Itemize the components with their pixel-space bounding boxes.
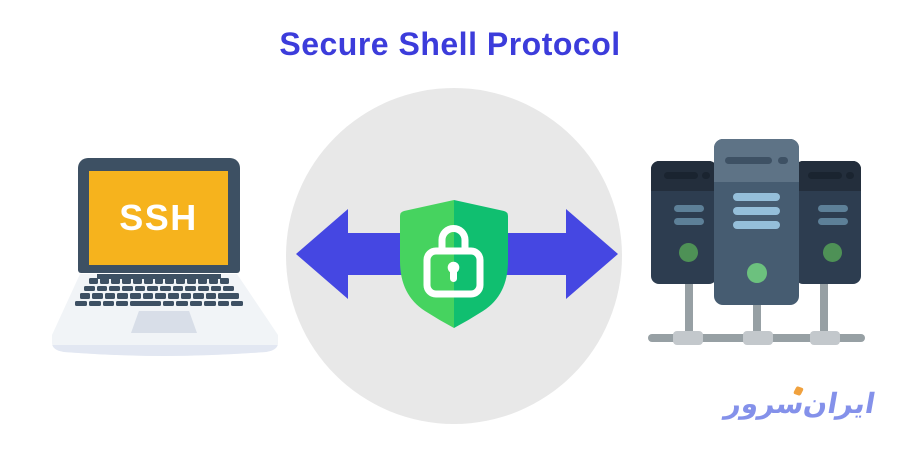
keyboard-key [132,278,142,284]
laptop-trackpad [131,311,197,333]
keyboard-key [205,293,217,299]
keyboard-key [231,300,244,306]
keyboard-key [165,278,175,284]
keyboard-key [142,293,154,299]
drive-slot-dot [702,172,710,179]
keyboard-key [187,278,197,284]
network-node [673,331,703,345]
keyboard-key [176,300,189,306]
keyboard-key [88,300,101,306]
status-led [747,263,767,283]
keyboard-key [109,285,121,291]
drive-slot [808,172,842,179]
network-node [743,331,773,345]
keyboard-key [180,293,192,299]
keyboard-key [84,285,95,291]
keyboard-key [162,300,175,306]
server-vent [733,221,780,229]
keyboard-key [96,285,108,291]
padlock-icon [423,225,484,298]
keyboard-key [210,285,222,291]
keyboard-key [167,293,179,299]
keyboard-key [198,278,208,284]
keyboard-key [155,293,166,299]
drive-slot [664,172,698,179]
keyboard-key [160,285,171,291]
server-header [714,139,799,182]
keyboard-key [176,278,186,284]
keyboard-key [134,285,146,291]
keyboard-key [110,278,120,284]
keyboard-key [209,278,219,284]
keyboard-key [193,293,204,299]
shield-lock-icon [400,200,508,328]
server-vent [733,207,780,215]
server-header [651,161,717,191]
network-cable [820,280,828,340]
keyboard-key [117,293,128,299]
status-led [679,243,698,262]
server-tower-right [795,161,861,284]
keyboard-key [203,300,216,306]
keyboard-key [220,278,229,284]
keyboard-key [223,285,235,291]
keyboard-key [154,278,164,284]
keyboard-key [92,293,103,299]
network-node [810,331,840,345]
drive-slot-dot [846,172,854,179]
keyboard-key [130,293,141,299]
keyboard-key [99,278,109,284]
laptop-keyboard [73,278,245,306]
keyboard-key [143,278,153,284]
keyboard-key [102,300,115,306]
server-vent [818,205,848,212]
keyboard-key [75,300,87,306]
server-vent [674,218,704,225]
keyboard-key [104,293,116,299]
page-title: Secure Shell Protocol [279,26,621,62]
server-vent [674,205,704,212]
status-led [823,243,842,262]
keyboard-key [198,285,209,291]
keyboard-key [89,278,98,284]
keyboard-key [190,300,202,306]
keyboard-key [121,278,131,284]
keyboard-key [218,293,239,299]
ssh-label: SSH [119,197,198,238]
network-cable [753,300,761,340]
server-vent [818,218,848,225]
keyboard-key [185,285,197,291]
drive-slot [725,157,772,164]
server-tower-left [651,161,717,284]
laptop-screen-bezel: SSH [78,158,240,273]
keyboard-key [116,300,128,306]
keyboard-key [147,285,159,291]
keyboard-key [122,285,133,291]
network-cable [685,280,693,340]
keyboard-key [172,285,184,291]
keyboard-key [79,293,91,299]
server-header [795,161,861,191]
server-vent [733,193,780,201]
keyboard-key [130,300,161,306]
brand-logo: ایران‌سرور [717,385,884,424]
drive-slot-dot [778,157,788,164]
laptop-screen: SSH [89,171,228,265]
keyboard-key [217,300,230,306]
server-tower-center [714,139,799,305]
